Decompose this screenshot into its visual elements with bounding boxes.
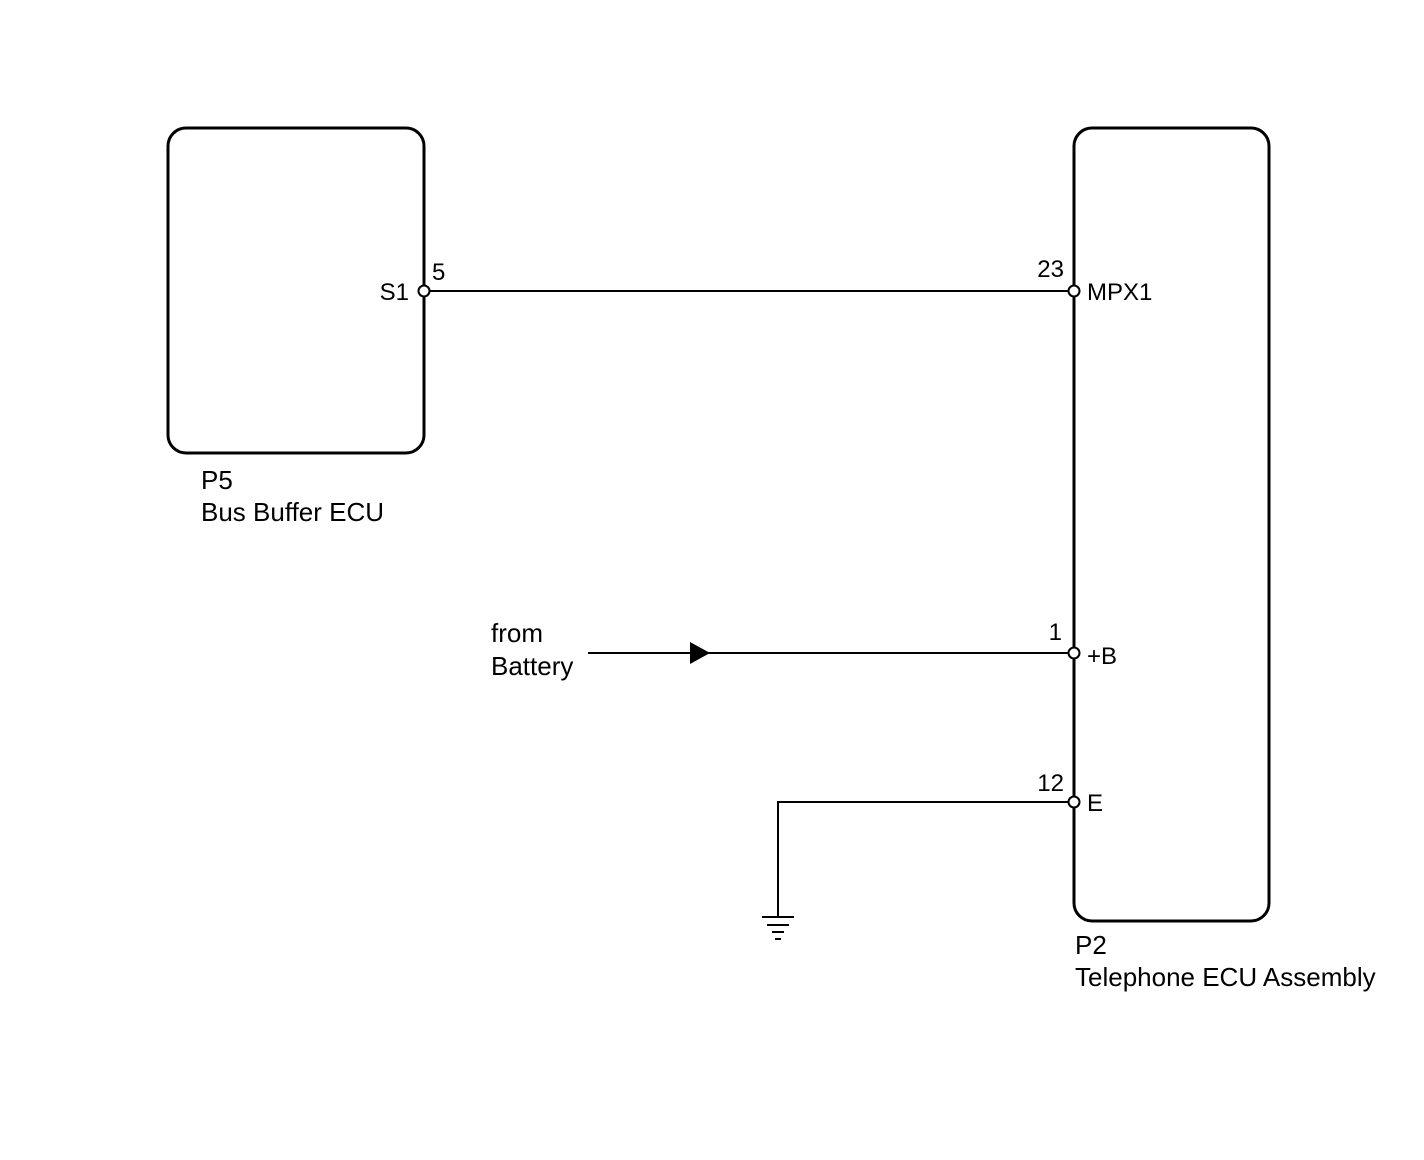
bus-buffer-code: P5	[201, 465, 233, 495]
battery-label-line2: Battery	[491, 651, 573, 681]
wire-ground	[777, 801, 1074, 917]
terminal-s1	[417, 284, 431, 298]
pin-name-e: E	[1087, 790, 1103, 817]
telephone-ecu-box	[1072, 126, 1271, 923]
ground-icon	[762, 916, 794, 940]
pin-number-mpx1: 23	[1037, 256, 1064, 283]
pin-number-e: 12	[1037, 770, 1064, 797]
telephone-code: P2	[1075, 930, 1107, 960]
pin-name-mpx1: MPX1	[1087, 279, 1152, 306]
pin-number-s1: 5	[432, 259, 445, 286]
arrow-icon	[690, 642, 710, 664]
battery-label-line1: from	[491, 618, 543, 648]
pin-name-b-plus: +B	[1087, 643, 1117, 670]
pin-number-b-plus: 1	[1049, 619, 1062, 646]
pin-name-s1: S1	[380, 279, 409, 306]
bus-buffer-name: Bus Buffer ECU	[201, 497, 384, 527]
terminal-mpx1	[1067, 284, 1081, 298]
terminal-b-plus	[1067, 646, 1081, 660]
terminal-e	[1067, 795, 1081, 809]
telephone-name: Telephone ECU Assembly	[1075, 962, 1376, 992]
